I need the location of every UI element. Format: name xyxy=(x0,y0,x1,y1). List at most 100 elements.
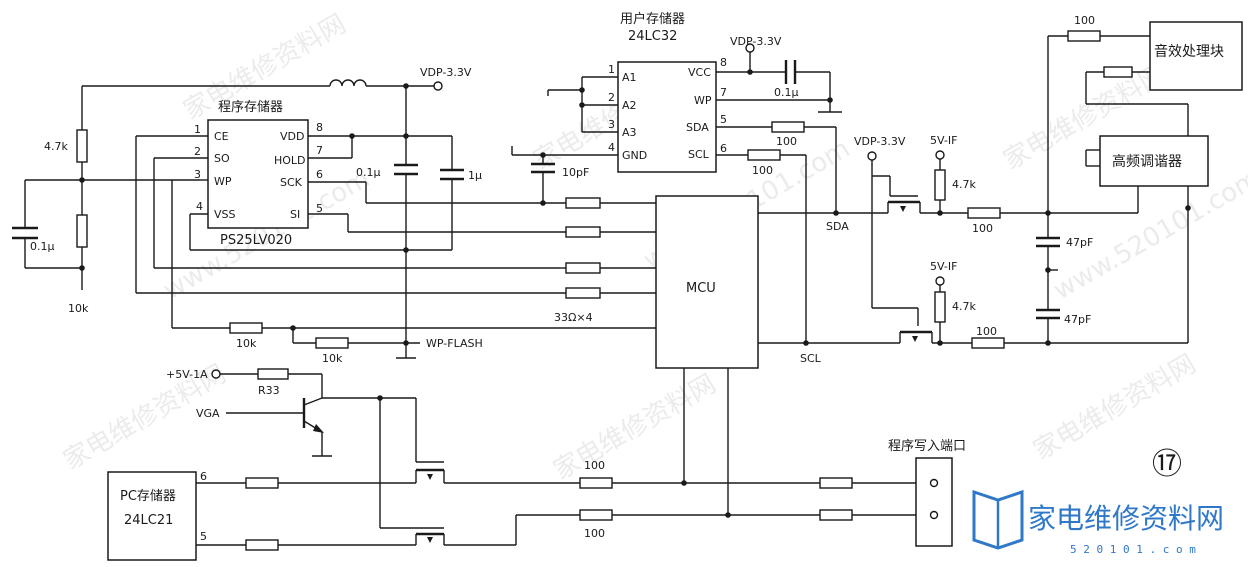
pin-number: 6 xyxy=(720,142,727,155)
label-5vif-1: 5V-IF xyxy=(930,134,957,147)
pin-name: SCK xyxy=(280,176,303,189)
block-audio-processor: 音效处理块 xyxy=(1149,21,1243,91)
pin-number: 4 xyxy=(196,200,203,213)
label-r33: R33 xyxy=(258,384,280,397)
series-resistors-33ohm: 33Ω×4 xyxy=(554,197,656,329)
label-c-01u: 0.1μ xyxy=(30,240,55,253)
pc-mosfet-switches: 100 100 xyxy=(415,368,932,546)
pin-number: 6 xyxy=(316,168,323,181)
label-r-100-scl: 100 xyxy=(752,164,773,177)
pin-name: VSS xyxy=(214,208,236,221)
label-c-01u-top: 0.1μ xyxy=(774,86,799,99)
chip-user-memory: 用户存储器 24LC32 A1 A2 A3 GND 1 2 3 4 VCC WP… xyxy=(608,11,727,173)
label-c-10p: 10pF xyxy=(562,166,589,179)
logo-url: 5 2 0 1 0 1 . c o m xyxy=(1070,543,1196,556)
label-sda: SDA xyxy=(826,220,849,233)
label-r-100-top: 100 xyxy=(1074,14,1095,27)
pin-number: 7 xyxy=(720,86,727,99)
pin-name: SI xyxy=(290,208,300,221)
pin-number: 2 xyxy=(194,145,201,158)
audio-label: 音效处理块 xyxy=(1154,43,1224,60)
label-vga: VGA xyxy=(196,407,220,420)
pin-number: 7 xyxy=(316,144,323,157)
label-r-4k7-a: 4.7k xyxy=(952,178,976,191)
label-c-1u: 1μ xyxy=(468,169,482,182)
pin-number: 5 xyxy=(316,202,323,215)
tuner-label: 高频调谐器 xyxy=(1112,153,1182,170)
chip-part: 24LC32 xyxy=(628,29,677,44)
pin-number: 5 xyxy=(720,113,727,126)
label-r-10k-a: 10k xyxy=(236,337,257,350)
label-r-100-a: 100 xyxy=(972,222,993,235)
label-c-47p-a: 47pF xyxy=(1066,236,1093,249)
prog-port-label: 程序写入端口 xyxy=(888,439,966,454)
block-tuner: 高频调谐器 xyxy=(1099,135,1209,187)
label-vdp-top: VDP-3.3V xyxy=(420,66,472,79)
pin-number: 3 xyxy=(194,168,201,181)
figure-number: ⑰ xyxy=(1152,447,1182,482)
label-r-10k-b: 10k xyxy=(322,352,343,365)
label-vdp-user: VDP-3.3V xyxy=(730,35,782,48)
label-wp-flash: WP-FLASH xyxy=(426,337,483,350)
pin-name: CE xyxy=(214,130,229,143)
watermark-text: 家电维修资料网 xyxy=(549,369,722,486)
pin-name: VCC xyxy=(688,66,711,79)
pin-number: 5 xyxy=(200,530,207,543)
label-r-4k7-b: 4.7k xyxy=(952,300,976,313)
mcu-label: MCU xyxy=(686,281,716,296)
pin-number: 6 xyxy=(200,470,207,483)
chip-part: 24LC21 xyxy=(124,513,173,528)
pin-name: WP xyxy=(214,175,232,188)
pin-number: 1 xyxy=(608,63,615,76)
pin-name: A3 xyxy=(622,126,637,139)
vga-switch-section: +5V-1A R33 VGA xyxy=(166,368,420,529)
pin-number: 1 xyxy=(194,123,201,136)
chip-title: 程序存储器 xyxy=(218,100,283,115)
block-prog-port: 程序写入端口 xyxy=(888,439,966,547)
chip-title: 用户存储器 xyxy=(620,11,685,27)
user-memory-wiring: 10pF VDP-3.3V 0.1μ 100 100 xyxy=(511,35,842,343)
label-r-100-b: 100 xyxy=(976,325,997,338)
label-r-10k: 10k xyxy=(68,302,89,315)
pin-name: A2 xyxy=(622,99,637,112)
label-scl: SCL xyxy=(800,352,822,365)
label-r-33x4: 33Ω×4 xyxy=(554,311,593,324)
pin-name: SDA xyxy=(686,121,709,134)
pin-name: SCL xyxy=(688,148,710,161)
site-logo: 家电维修资料网 5 2 0 1 0 1 . c o m xyxy=(972,489,1224,556)
logo-text: 家电维修资料网 xyxy=(1028,502,1224,535)
pin-name: VDD xyxy=(280,130,304,143)
label-c-47p-b: 47pF xyxy=(1064,313,1091,326)
pin-name: GND xyxy=(622,149,647,162)
chip-pc-memory: PC存储器 24LC21 6 5 xyxy=(107,470,416,561)
pin-number: 3 xyxy=(608,118,615,131)
pin-number: 8 xyxy=(316,121,323,134)
pin-number: 2 xyxy=(608,91,615,104)
label-r-100-pc2: 100 xyxy=(584,527,605,540)
label-5v-1a: +5V-1A xyxy=(166,368,208,381)
pin-name: SO xyxy=(214,152,230,165)
pin-name: A1 xyxy=(622,71,637,84)
chip-title: PC存储器 xyxy=(120,489,176,504)
label-c-01u-mid: 0.1μ xyxy=(356,166,381,179)
left-rc-network: 4.7k 0.1μ 10k xyxy=(12,86,200,315)
label-r-100-pc1: 100 xyxy=(584,459,605,472)
chip-part: PS25LV020 xyxy=(220,233,292,248)
wp-flash-network: 10k 10k WP-FLASH xyxy=(136,292,566,365)
top-supply-inductor: VDP-3.3V xyxy=(82,66,472,91)
chip-mcu: MCU xyxy=(655,195,759,369)
pin-number: 8 xyxy=(720,56,727,69)
label-r-100-sda: 100 xyxy=(776,135,797,148)
pin-number: 4 xyxy=(608,141,615,154)
label-5vif-2: 5V-IF xyxy=(930,260,957,273)
label-r-4k7: 4.7k xyxy=(44,140,68,153)
resistor xyxy=(76,129,88,163)
i2c-bus-right: SDA SCL VDP-3.3V 5V-IF 4.7k 100 xyxy=(758,14,1191,365)
chip-program-memory: 程序存储器 PS25LV020 CE SO WP VSS 1 2 3 4 VDD… xyxy=(194,100,323,248)
pin-name: HOLD xyxy=(274,154,306,167)
pin-name: WP xyxy=(694,94,712,107)
label-vdp-right: VDP-3.3V xyxy=(854,135,906,148)
resistor xyxy=(76,214,88,248)
program-memory-wiring: 0.1μ 1μ xyxy=(135,86,566,359)
